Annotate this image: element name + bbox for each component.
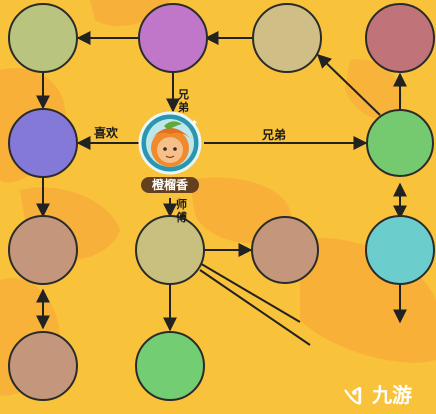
label-top-brother-1: 兄 (177, 88, 189, 101)
watermark: ଏ 九游 (344, 381, 412, 411)
node-r1c4[interactable] (365, 3, 435, 73)
label-master-1: 师 (176, 197, 187, 211)
edge-labels: 兄 弟 喜欢 兄弟 师 傅 (94, 88, 286, 224)
nodes (8, 3, 435, 401)
character-name-plate (141, 177, 199, 193)
edge-r2c4-to-r1c3 (316, 54, 381, 116)
sparkle-icon: ✦ (190, 118, 198, 129)
label-brother: 兄弟 (261, 127, 286, 142)
character-portrait (146, 119, 194, 167)
character-name: 橙榴香 (152, 177, 188, 192)
edge-r3c2-diagonal-1 (197, 261, 301, 323)
node-r1c3[interactable] (252, 3, 322, 73)
edges (36, 31, 407, 346)
node-r2c4[interactable] (366, 109, 434, 177)
edge-r3c2-diagonal-2 (199, 269, 311, 346)
character-node[interactable]: ✦ 橙榴香 (138, 111, 202, 193)
node-r1c1[interactable] (8, 3, 78, 73)
label-master-2: 傅 (175, 210, 187, 224)
label-like: 喜欢 (94, 125, 119, 140)
node-r4c1[interactable] (8, 331, 78, 401)
node-r2c1[interactable] (8, 108, 78, 178)
node-r4c2[interactable] (135, 331, 205, 401)
watermark-logo-icon: ଏ (344, 381, 362, 411)
node-r3c2[interactable] (135, 215, 205, 285)
node-r1c2[interactable] (138, 3, 208, 73)
node-r3c4[interactable] (365, 215, 435, 285)
watermark-text: 九游 (371, 383, 412, 407)
node-r3c1[interactable] (8, 215, 78, 285)
label-top-brother-2: 弟 (178, 100, 189, 114)
node-r3c3[interactable] (251, 216, 319, 284)
